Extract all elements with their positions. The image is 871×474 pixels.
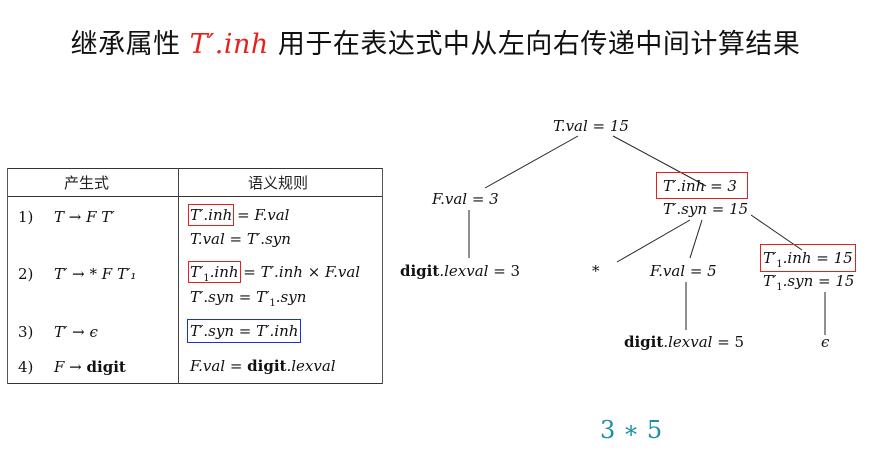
node-digit-5: digit.lexval = 5 bbox=[624, 333, 745, 351]
row-4-rule-1: F.val = digit.lexval bbox=[190, 357, 336, 375]
table-top-rule bbox=[8, 168, 382, 169]
table-bottom-rule bbox=[8, 383, 382, 384]
row-2-number: 2) bbox=[18, 265, 34, 283]
row-4-number: 4) bbox=[18, 358, 34, 376]
row-1-rule-2: T.val = T′.syn bbox=[190, 230, 291, 248]
row-3-production: T′ → ϵ bbox=[54, 323, 98, 341]
title-math: T′.inh bbox=[189, 29, 269, 60]
row-2-rule-2: T′.syn = T′1.syn bbox=[190, 288, 307, 309]
node-t1-syn-15: T′1.syn = 15 bbox=[763, 272, 855, 293]
highlight-box-t1-inh bbox=[760, 244, 856, 272]
node-t-syn-15: T′.syn = 15 bbox=[663, 200, 749, 218]
row-2-production: T′ → * F T′₁ bbox=[54, 265, 137, 283]
row-1-rule-1: T′.inh = F.val bbox=[187, 204, 290, 226]
node-t1-inh-15: T′1.inh = 15 bbox=[763, 249, 853, 270]
row-3-number: 3) bbox=[18, 323, 34, 341]
sdd-table: 产生式 语义规则 1) T → F T′ T′.inh = F.val T.va… bbox=[7, 168, 383, 384]
slide-title: 继承属性 T′.inh 用于在表达式中从左向右传递中间计算结果 bbox=[0, 22, 871, 61]
table-column-divider bbox=[178, 168, 179, 384]
node-f-val-3: F.val = 3 bbox=[432, 190, 499, 208]
header-semantic-rule: 语义规则 bbox=[248, 174, 309, 192]
row-2-rule-1: T′1.inh = T′.inh × F.val bbox=[188, 261, 361, 284]
row-4-production: F → digit bbox=[54, 358, 126, 376]
node-star: * bbox=[592, 262, 600, 280]
node-digit-3: digit.lexval = 3 bbox=[400, 262, 521, 280]
highlight-box-t-inh bbox=[656, 172, 748, 199]
table-header-rule bbox=[8, 196, 382, 197]
title-suffix: 用于在表达式中从左向右传递中间计算结果 bbox=[268, 29, 801, 60]
node-t-inh-3: T′.inh = 3 bbox=[663, 177, 737, 195]
title-prefix: 继承属性 bbox=[70, 29, 190, 60]
header-production: 产生式 bbox=[64, 174, 110, 192]
node-epsilon: ϵ bbox=[821, 333, 830, 351]
input-expression: 3 ∗ 5 bbox=[600, 416, 663, 444]
node-root: T.val = 15 bbox=[553, 117, 629, 135]
row-1-production: T → F T′ bbox=[54, 208, 115, 226]
row-1-number: 1) bbox=[18, 208, 34, 226]
node-f-val-5: F.val = 5 bbox=[650, 262, 717, 280]
row-3-rule-1: T′.syn = T′.inh bbox=[186, 319, 302, 343]
